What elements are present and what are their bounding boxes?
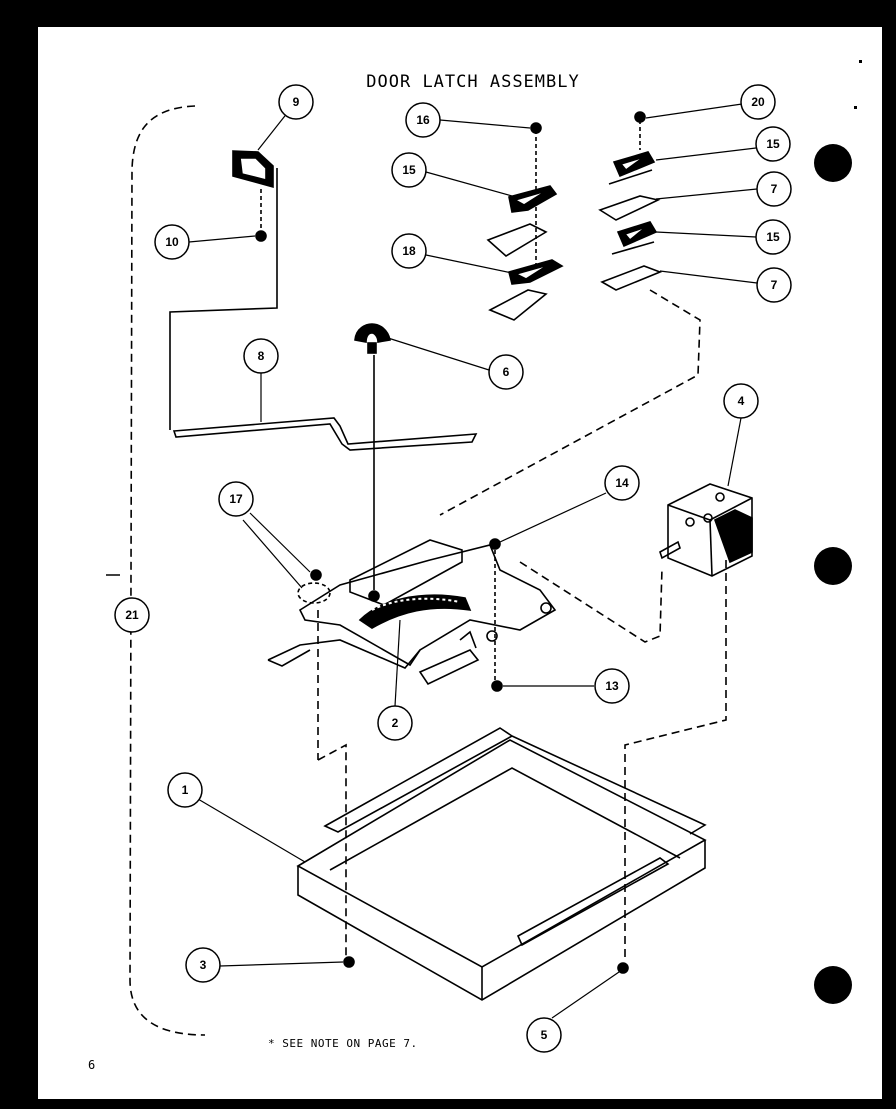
part-6-cam: [354, 323, 391, 354]
svg-text:15: 15: [766, 230, 780, 244]
callout-15-a: 15: [391, 152, 427, 188]
part-15-clip-b: [612, 151, 656, 178]
callout-7-b: 7: [756, 267, 792, 303]
svg-text:21: 21: [125, 608, 139, 622]
svg-text:16: 16: [416, 113, 430, 127]
page-number: 6: [88, 1058, 96, 1072]
svg-text:13: 13: [605, 679, 619, 693]
svg-text:1: 1: [182, 783, 189, 797]
callout-2: 2: [377, 705, 413, 741]
svg-text:2: 2: [392, 716, 399, 730]
callout-17: 17: [218, 481, 254, 517]
callout-15-c: 15: [755, 219, 791, 255]
callout-7-a: 7: [756, 171, 792, 207]
callout-18: 18: [391, 233, 427, 269]
svg-text:7: 7: [771, 278, 778, 292]
callout-6: 6: [488, 354, 524, 390]
binder-hole-middle: [814, 547, 852, 585]
part-4-solenoid: [659, 483, 753, 577]
callout-1: 1: [167, 772, 203, 808]
svg-text:20: 20: [751, 95, 765, 109]
callout-13: 13: [594, 668, 630, 704]
part-plate-b: [488, 289, 548, 321]
part-15-clip-a: [508, 185, 558, 213]
callout-16: 16: [405, 102, 441, 138]
svg-text:14: 14: [615, 476, 629, 490]
svg-text:5: 5: [541, 1028, 548, 1042]
part-8-latch-arm: [172, 417, 478, 451]
part-7-plate-a: [598, 195, 661, 221]
svg-text:15: 15: [402, 163, 416, 177]
callout-21: 21: [114, 597, 150, 633]
svg-text:15: 15: [766, 137, 780, 151]
callout-9: 9: [278, 84, 314, 120]
callout-10: 10: [154, 224, 190, 260]
svg-text:9: 9: [293, 95, 300, 109]
callout-5: 5: [526, 1017, 562, 1053]
svg-text:4: 4: [738, 394, 745, 408]
svg-text:3: 3: [200, 958, 207, 972]
callout-20: 20: [740, 84, 776, 120]
part-2-latch-base: [267, 539, 557, 686]
assembly-bracket-line: [129, 105, 206, 1036]
page-title: DOOR LATCH ASSEMBLY: [366, 72, 580, 92]
callout-14: 14: [604, 465, 640, 501]
part-7-plate-b: [600, 265, 663, 291]
svg-text:18: 18: [402, 244, 416, 258]
part-1-tray: [296, 727, 707, 1001]
binder-hole-bottom: [814, 966, 852, 1004]
svg-text:17: 17: [229, 492, 243, 506]
part-plate-a: [486, 223, 548, 257]
callout-8: 8: [243, 338, 279, 374]
svg-text:6: 6: [503, 365, 510, 379]
callout-4: 4: [723, 383, 759, 419]
part-18-clip: [508, 259, 564, 285]
footnote: * SEE NOTE ON PAGE 7.: [268, 1037, 418, 1050]
svg-text:7: 7: [771, 182, 778, 196]
callout-15-b: 15: [755, 126, 791, 162]
callout-3: 3: [185, 947, 221, 983]
svg-text:10: 10: [165, 235, 179, 249]
binder-hole-top: [814, 144, 852, 182]
part-9-bracket: [232, 150, 274, 189]
svg-text:8: 8: [258, 349, 265, 363]
